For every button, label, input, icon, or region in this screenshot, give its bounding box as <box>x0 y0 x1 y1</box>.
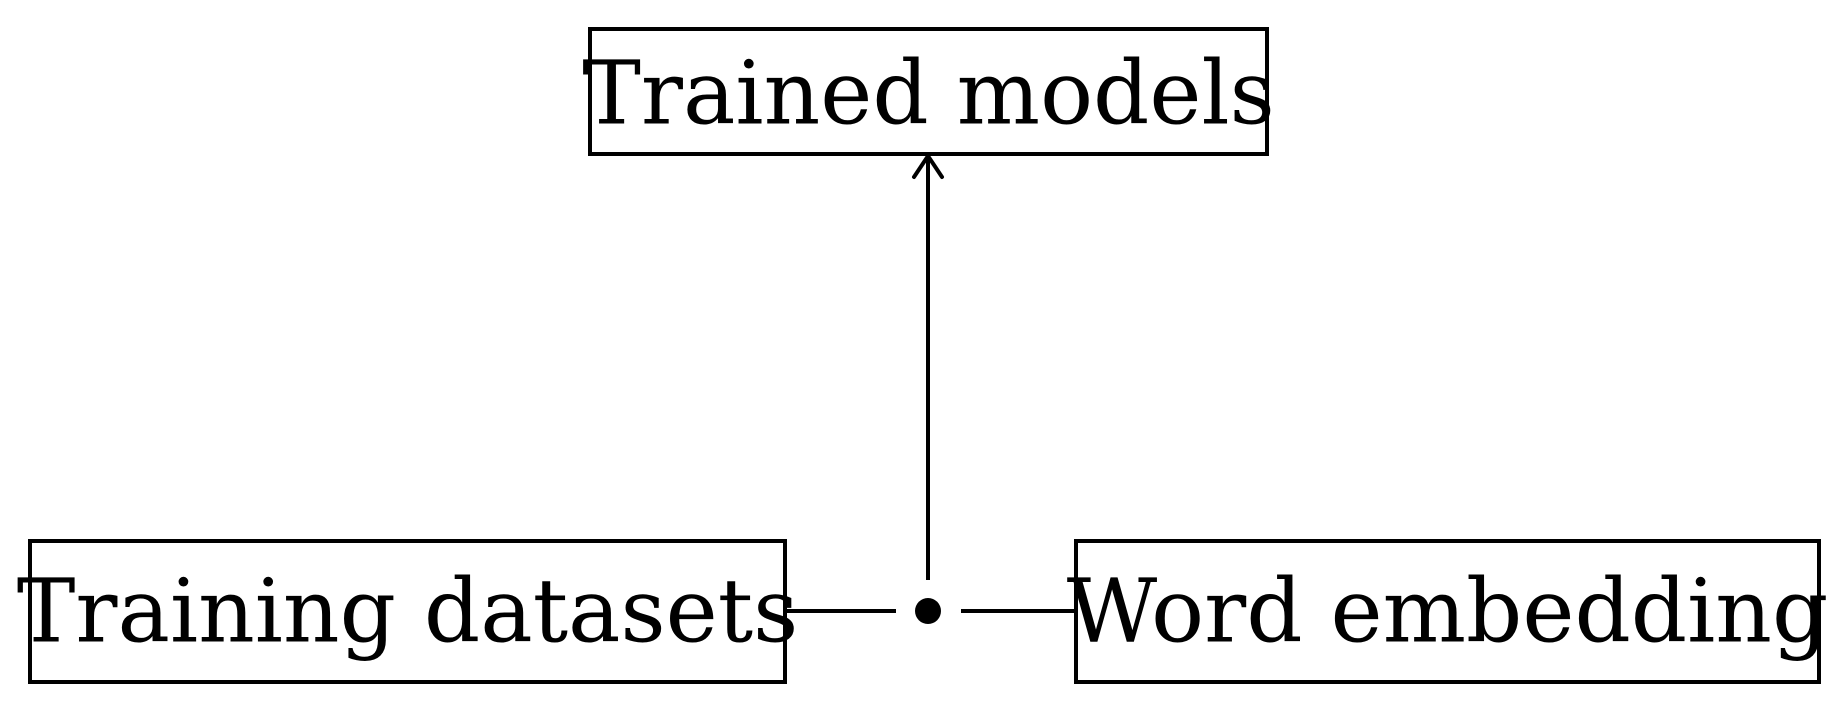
node-trained-models-label: Trained models <box>582 42 1275 145</box>
node-training-datasets-box <box>28 539 787 684</box>
junction-dot <box>915 598 941 624</box>
node-trained-models: Trained models <box>582 27 1275 156</box>
node-training-datasets-label: Training datasets <box>17 560 799 663</box>
node-word-embedding-label: Word embedding <box>1067 560 1829 663</box>
node-trained-models-box <box>588 27 1269 156</box>
node-word-embedding-box <box>1074 539 1821 684</box>
node-word-embedding: Word embedding <box>1067 539 1829 684</box>
node-training-datasets: Training datasets <box>17 539 799 684</box>
